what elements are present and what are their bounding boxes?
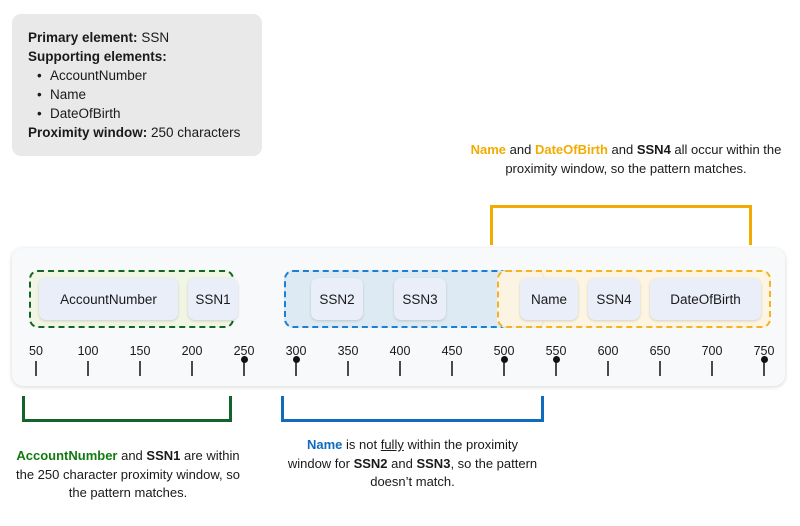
axis-tick-mark (555, 361, 557, 376)
axis-tick-mark (399, 361, 401, 376)
token-chip: Name (520, 278, 578, 320)
cb-4: within the proximity window for (287, 437, 518, 471)
axis-tick-mark (607, 361, 609, 376)
axis-tick-label: 150 (129, 344, 151, 358)
legend-supporting-line: Supporting elements: (28, 47, 246, 66)
legend-proximity-line: Proximity window: 250 characters (28, 123, 246, 142)
axis-tick-mark (191, 361, 193, 376)
cg-2: and (117, 448, 147, 463)
bracket-orange-proximity-window (490, 205, 752, 245)
axis-tick-label: 700 (701, 344, 723, 358)
axis-tick-dot (552, 356, 560, 363)
legend-item: DateOfBirth (28, 104, 246, 123)
legend-primary-label: Primary element: (28, 30, 138, 45)
axis-tick-label: 500 (493, 344, 515, 358)
top-annotation-text: Name and DateOfBirth and SSN4 all occur … (470, 141, 782, 178)
cg-4: are within the 250 character proximity w… (16, 448, 240, 500)
token-chip: SSN1 (188, 278, 238, 320)
legend-proximity-label: Proximity window: (28, 125, 148, 140)
axis-tick-mark (35, 361, 37, 376)
token-ssn3: SSN3 (416, 455, 451, 471)
axis-tick-mark (139, 361, 141, 376)
top-note-tail: all occur within the proximity window, s… (505, 142, 782, 176)
cb-6: and (387, 455, 417, 471)
token-accountnumber: AccountNumber (16, 448, 118, 463)
token-name: Name (470, 142, 507, 157)
axis-tick-dot (240, 356, 248, 363)
character-position-axis: 50 100 150 200 250 300 350 400 450 500 550 600 650 70… (12, 344, 785, 384)
axis-tick-mark (87, 361, 89, 376)
token-dateofbirth: DateOfBirth (534, 142, 608, 157)
token-ssn1: SSN1 (146, 448, 181, 463)
conj-1: and (506, 142, 535, 157)
caption-blue-nomatch: Name is not fully within the proximity w… (284, 436, 541, 492)
conj-2: and (607, 142, 637, 157)
caption-green-match: AccountNumber and SSN1 are within the 25… (8, 447, 248, 503)
axis-tick-label: 650 (649, 344, 671, 358)
token-name-blue: Name (307, 437, 343, 452)
axis-tick-label: 750 (753, 344, 775, 358)
axis-tick-mark (711, 361, 713, 376)
legend-primary-line: Primary element: SSN (28, 28, 246, 47)
axis-tick-label: 450 (441, 344, 463, 358)
axis-tick-mark (243, 361, 245, 376)
axis-tick-dot (500, 356, 508, 363)
cb-8: , so the pattern doesn’t match. (370, 455, 538, 490)
token-chip: SSN2 (311, 278, 363, 320)
token-chip: DateOfBirth (650, 278, 761, 320)
token-ssn4: SSN4 (636, 142, 671, 157)
axis-tick-label: 250 (233, 344, 255, 358)
axis-tick-dot (292, 356, 300, 363)
axis-tick-label: 200 (181, 344, 203, 358)
axis-tick-mark (763, 361, 765, 376)
token-fully: fully (380, 437, 404, 452)
axis-tick-mark (659, 361, 661, 376)
axis-tick-mark (503, 361, 505, 376)
token-chip: SSN3 (394, 278, 446, 320)
legend-card: Primary element: SSN Supporting elements… (12, 14, 262, 156)
legend-item: Name (28, 85, 246, 104)
token-chip: SSN4 (588, 278, 640, 320)
axis-tick-label: 600 (597, 344, 619, 358)
axis-tick-mark (451, 361, 453, 376)
axis-tick-label: 400 (389, 344, 411, 358)
legend-supporting-list: AccountNumberNameDateOfBirth (28, 66, 246, 123)
axis-tick-mark (295, 361, 297, 376)
token-ssn2: SSN2 (353, 455, 388, 471)
axis-tick-dot (760, 356, 768, 363)
token-chip: AccountNumber (39, 278, 178, 320)
legend-primary-value: SSN (141, 30, 170, 45)
axis-tick-label: 50 (29, 344, 43, 358)
axis-tick-label: 300 (285, 344, 307, 358)
axis-tick-mark (347, 361, 349, 376)
bracket-green-proximity-window (22, 396, 232, 422)
axis-tick-label: 350 (337, 344, 359, 358)
axis-tick-label: 100 (77, 344, 99, 358)
bracket-blue-proximity-window (281, 396, 544, 422)
legend-proximity-value: 250 characters (151, 125, 241, 140)
legend-supporting-label: Supporting elements: (28, 49, 167, 64)
axis-tick-label: 550 (545, 344, 567, 358)
legend-item: AccountNumber (28, 66, 246, 85)
cb-2: is not (342, 437, 381, 452)
